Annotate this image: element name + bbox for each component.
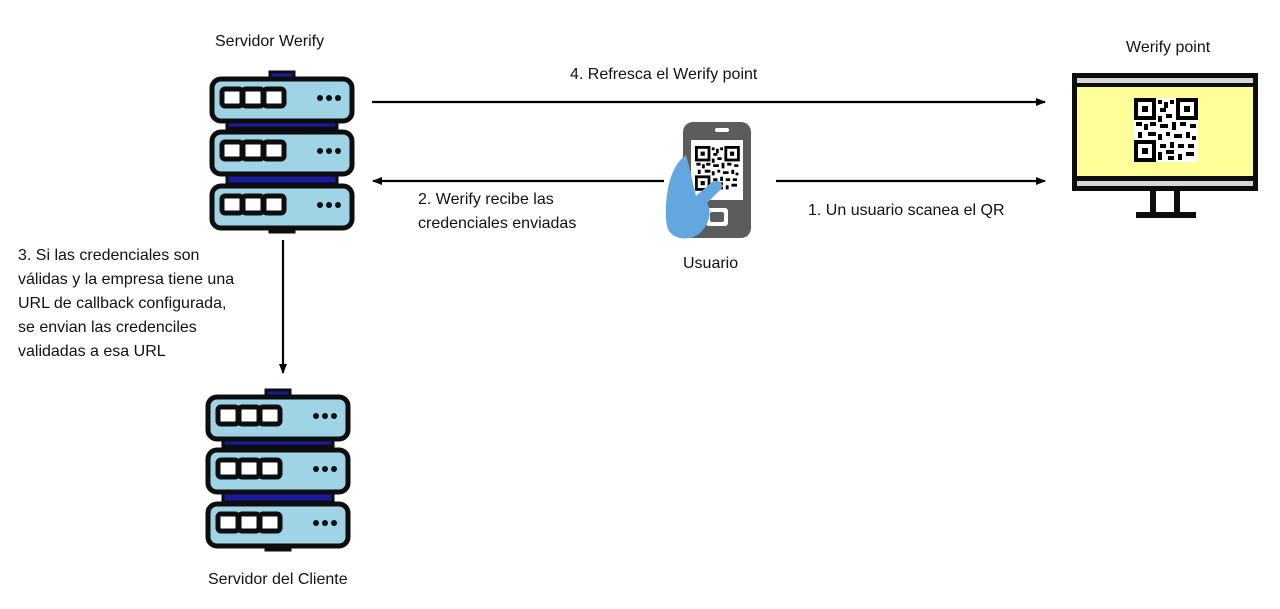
server-icon: [208, 390, 348, 550]
phone-scan-icon: [665, 122, 751, 239]
server-icon: [212, 72, 352, 232]
step1-label: 1. Un usuario scanea el QR: [808, 202, 1005, 219]
servidor-cliente-label: Servidor del Cliente: [208, 571, 348, 588]
step4-label: 4. Refresca el Werify point: [570, 66, 758, 83]
werify-point-label: Werify point: [1126, 39, 1211, 56]
servidor-werify-label: Servidor Werify: [215, 33, 325, 50]
monitor-qr-icon: [1072, 73, 1258, 218]
step2-label: 2. Werify recibe las credenciales enviad…: [418, 191, 577, 232]
step3-label: 3. Si las credenciales son válidas y la …: [18, 247, 235, 360]
usuario-label: Usuario: [683, 255, 739, 272]
